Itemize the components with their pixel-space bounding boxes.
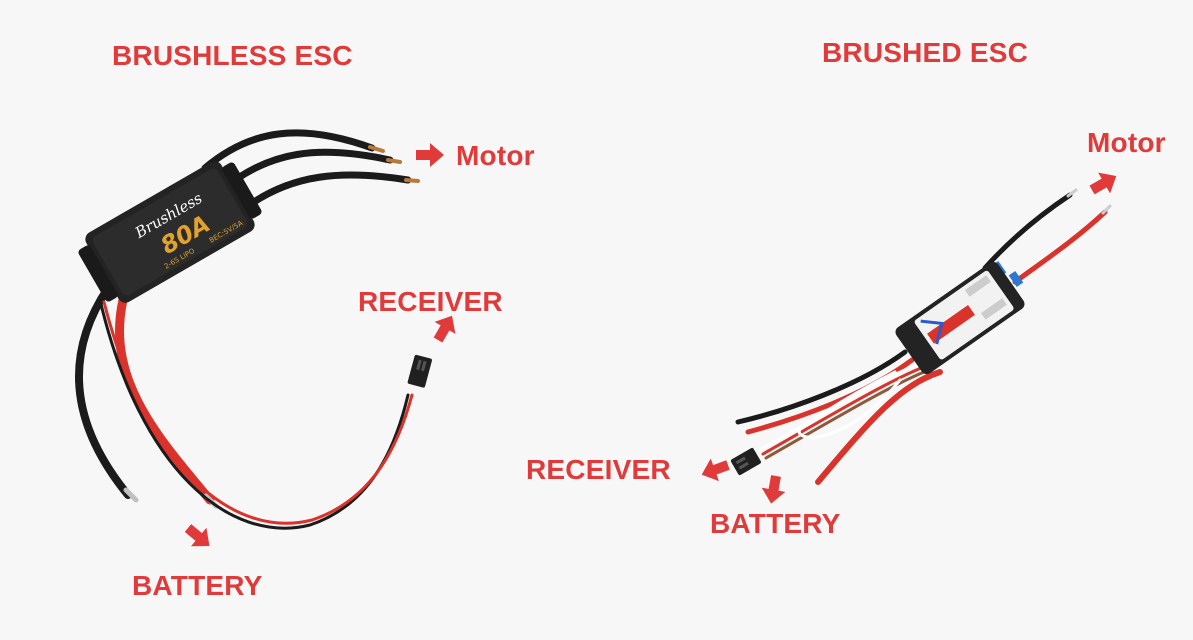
brushless-motor-label: Motor <box>456 140 535 171</box>
brushed-motor-label: Motor <box>1087 127 1166 158</box>
brushed-receiver-plug <box>730 447 761 476</box>
brushed-receiver-label: RECEIVER <box>526 454 671 485</box>
brushed-receiver-arrow-icon <box>701 458 730 482</box>
brushless-battery-label: BATTERY <box>132 570 263 601</box>
brushless-receiver-label: RECEIVER <box>358 286 503 317</box>
brushed-lead-wires <box>735 349 943 485</box>
brushed-motor-arrow-icon <box>1089 172 1117 195</box>
brushed-esc-group <box>701 172 1117 504</box>
brushless-receiver-arrow-icon <box>433 315 456 343</box>
brushed-battery-label: BATTERY <box>710 508 841 539</box>
brushless-esc-body: Brushless 80A 2-6S LiPO BEC:5V/5A <box>78 161 262 303</box>
brushless-esc-title: BRUSHLESS ESC <box>112 40 353 71</box>
brushless-receiver-wires <box>98 298 414 530</box>
brushed-esc-title: BRUSHED ESC <box>822 37 1029 68</box>
brushed-battery-arrow-icon <box>761 475 786 504</box>
brushless-battery-wires <box>75 284 219 509</box>
brushed-esc-body <box>895 261 1025 375</box>
brushless-motor-arrow-icon <box>416 143 444 167</box>
brushless-battery-arrow-icon <box>184 524 210 547</box>
brushless-receiver-plug <box>407 354 432 388</box>
brushless-esc-group: Brushless 80A 2-6S LiPO BEC:5V/5A <box>75 129 456 547</box>
